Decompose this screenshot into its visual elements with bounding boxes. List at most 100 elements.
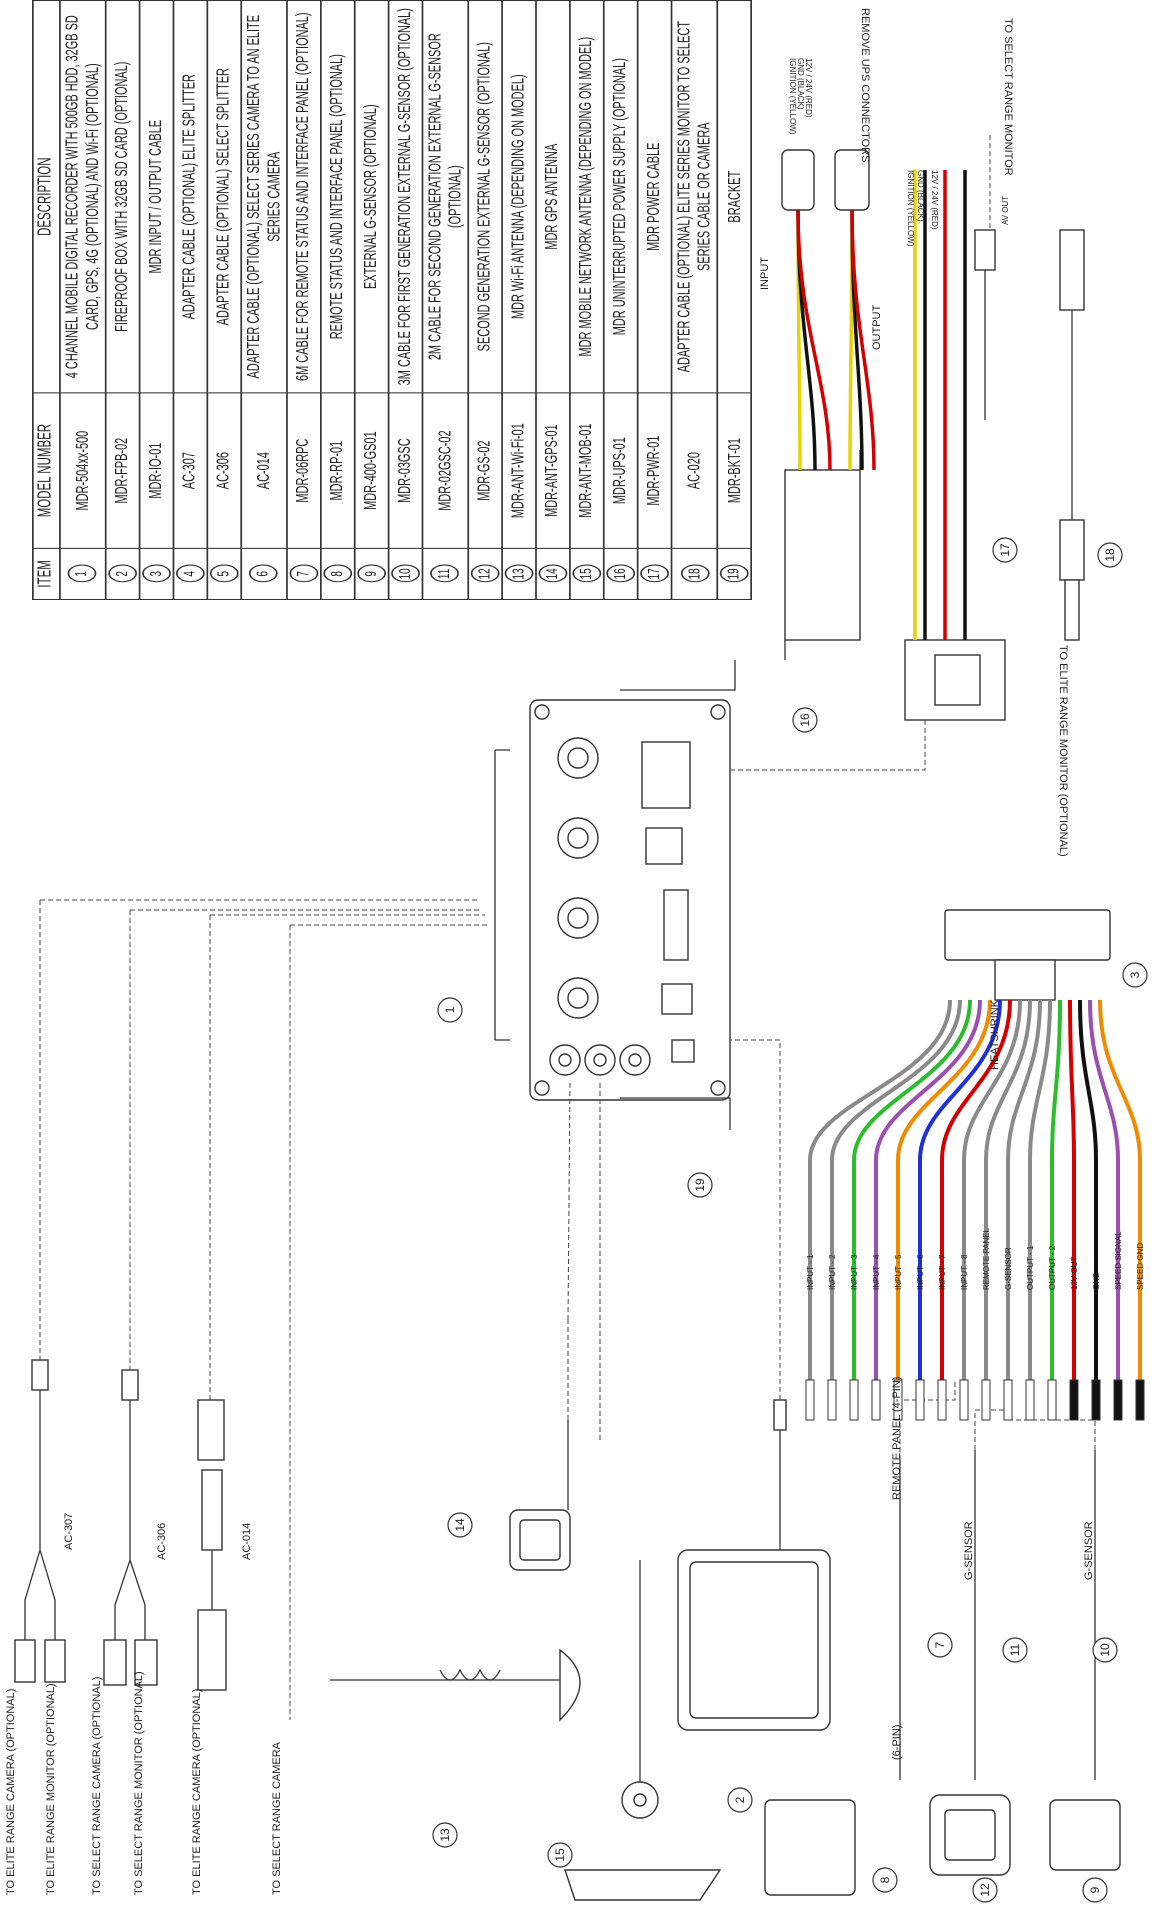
label-elite-camera: TO ELITE RANGE CAMERA (OPTIONAL): [5, 1689, 17, 1895]
table-cell-item: 3: [139, 548, 174, 600]
callout-number: 17: [998, 543, 1012, 557]
wire-terminal: [827, 1379, 837, 1421]
callout-number: 16: [798, 713, 812, 727]
item-number-badge: 7: [289, 565, 319, 583]
io-wire: [962, 999, 1022, 1380]
item-number-badge: 19: [720, 565, 749, 583]
item-number-badge: 13: [504, 565, 534, 583]
io-wire-label: INPUT - 2: [828, 1254, 837, 1290]
table-cell-item: 1: [59, 548, 106, 600]
callout-circle: [437, 997, 463, 1023]
wire-terminal: [1091, 1379, 1101, 1421]
io-wire-label: OUTPUT - 2: [1048, 1245, 1057, 1290]
io-wire-label: INPUT - 5: [894, 1254, 903, 1290]
io-wire: [1088, 999, 1120, 1380]
callout-15: 15: [547, 1842, 573, 1868]
table-header-row: ITEM MODEL NUMBER DESCRIPTION: [32, 0, 60, 600]
callout-circle: [547, 1842, 573, 1868]
callout-9: 9: [1082, 1877, 1108, 1903]
wire-terminal: [1069, 1379, 1079, 1421]
table-cell-description: ADAPTER CABLE (OPTIONAL) SELECT SPLITTER: [206, 0, 241, 393]
io-wire-label: INPUT - 6: [916, 1254, 925, 1290]
item-number-badge: 2: [107, 565, 137, 583]
table-cell-item: 13: [502, 548, 537, 600]
label-elite-camera-2: TO ELITE RANGE CAMERA (OPTIONAL): [191, 1689, 203, 1895]
callout-circle: [1002, 1637, 1028, 1663]
item-number-badge: 10: [390, 565, 420, 583]
ac-306-cable: [103, 1369, 158, 1686]
table-cell-item: 2: [105, 548, 140, 600]
item-number-badge: 17: [640, 565, 670, 583]
remote-and-sensor-cables: [899, 1380, 1096, 1780]
ethernet-port: [645, 827, 683, 865]
callout-circle: [927, 1632, 953, 1658]
callout-number: 7: [933, 1641, 947, 1648]
label-av-out: AV OUT: [1001, 196, 1010, 225]
label-remote-panel: REMOTE PANEL (4-PIN): [891, 1377, 903, 1500]
io-wire: [918, 999, 1002, 1380]
io-wire-label: SPEED GND: [1136, 1243, 1145, 1290]
camera-connectors: [557, 737, 599, 1019]
wire-terminal: [959, 1379, 969, 1421]
label-six-pin: (6-PIN): [891, 1725, 903, 1760]
callout-circle: [872, 1867, 898, 1893]
table-cell-description: MDR INPUT / OUTPUT CABLE: [139, 0, 174, 393]
callout-11: 11: [1002, 1637, 1028, 1663]
item-number-badge: 16: [606, 565, 636, 583]
table-cell-description: SECOND GENERATION EXTERNAL G-SENSOR (OPT…: [468, 0, 503, 393]
table-cell-description: MDR MOBILE NETWORK ANTENNA (DEPENDING ON…: [569, 0, 604, 393]
io-wire-label: OUTPUT - 1: [1026, 1245, 1035, 1290]
callout-circle: [1092, 1637, 1118, 1663]
item-number-badge: 9: [357, 565, 386, 583]
callout-circle: [727, 1787, 753, 1813]
label-ac014: AC-014: [241, 1523, 253, 1560]
callout-circle: [1122, 962, 1148, 988]
callout-circle: [432, 1822, 458, 1848]
callout-10: 10: [1092, 1637, 1118, 1663]
callout-number: 15: [553, 1848, 567, 1862]
io-wire: [896, 999, 992, 1380]
table-cell-model: MDR-504xx-500: [59, 392, 106, 549]
table-cell-description: 3M CABLE FOR FIRST GENERATION EXTERNAL G…: [388, 0, 423, 393]
callout-circle: [447, 1512, 473, 1538]
table-cell-item: 9: [354, 548, 389, 600]
usb-port: [661, 983, 693, 1015]
wire-terminal: [893, 1379, 903, 1421]
callout-circle: [792, 707, 818, 733]
io-wire: [1050, 999, 1062, 1380]
label-heatshrink: HEATSHRINK: [989, 999, 1001, 1070]
table-cell-model: MDR-02GSC-02: [422, 392, 469, 549]
table-cell-item: 5: [206, 548, 241, 600]
fireproof-box: [677, 1039, 831, 1731]
table-cell-model: MDR-400-GS01: [354, 392, 389, 549]
table-cell-description: EXTERNAL G-SENSOR (OPTIONAL): [354, 0, 389, 393]
item-number-badge: 18: [680, 565, 709, 583]
callout-18: 18: [1097, 542, 1123, 568]
callout-12: 12: [972, 1877, 998, 1903]
callout-19: 19: [687, 1172, 713, 1198]
remote-panel: [764, 1799, 856, 1896]
io-wire: [1078, 999, 1098, 1380]
wire-terminal: [849, 1379, 859, 1421]
table-cell-model: MDR-ANT-MOB-01: [569, 392, 604, 549]
wire-terminal: [805, 1379, 815, 1421]
table-cell-item: 11: [422, 548, 469, 600]
sd-slot: [671, 1039, 695, 1063]
label-ups-output: OUTPUT: [871, 305, 883, 351]
diagram-labels: REMOVE UPS CONNECTORS INPUT OUTPUT IGNIT…: [5, 8, 1095, 1895]
header-description: DESCRIPTION: [32, 0, 60, 393]
callout-number: 19: [693, 1178, 707, 1192]
callout-circle: [972, 1877, 998, 1903]
